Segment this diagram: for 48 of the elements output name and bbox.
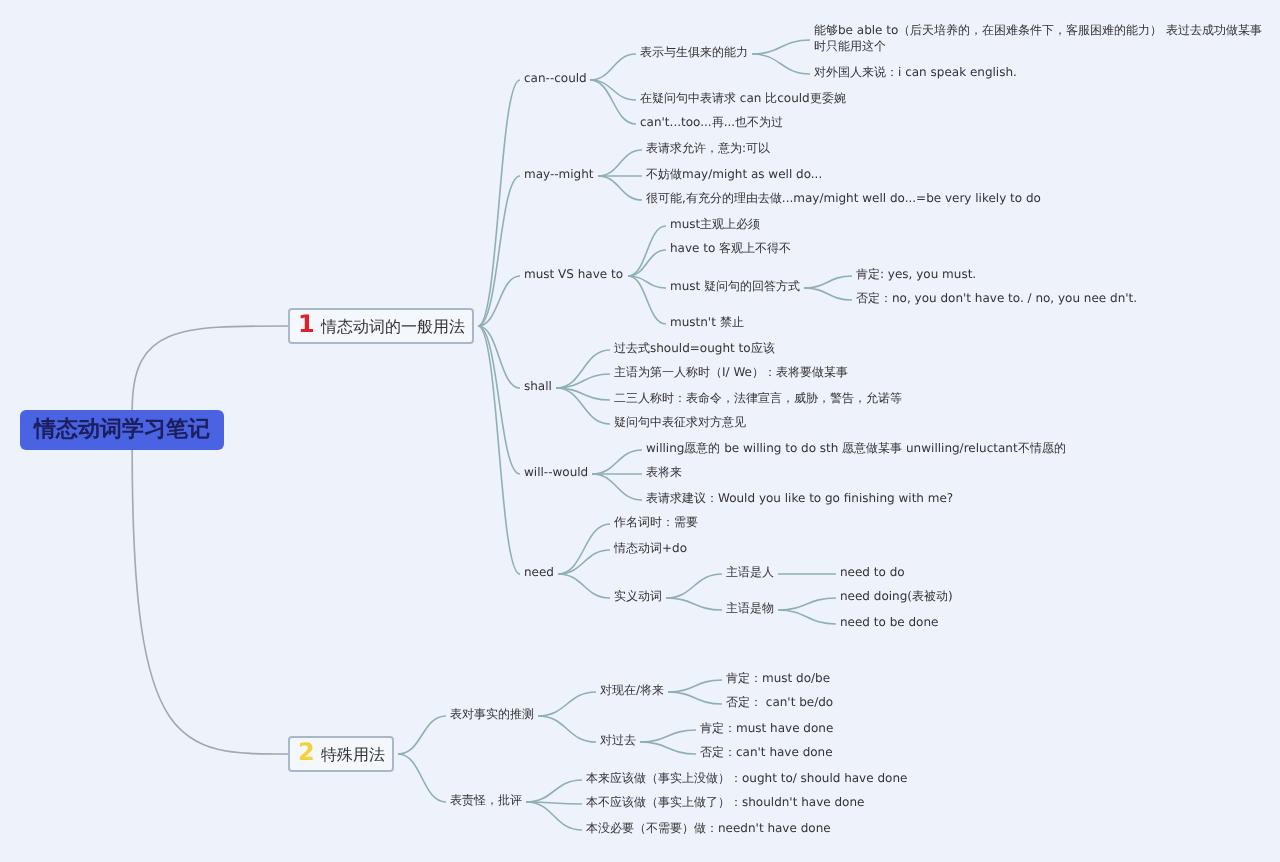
branch-line bbox=[537, 715, 597, 743]
topic-label: 特殊用法 bbox=[320, 746, 385, 764]
branch-line bbox=[131, 325, 289, 411]
branch-line bbox=[803, 287, 853, 301]
branch-line bbox=[477, 275, 521, 327]
branch-line bbox=[627, 275, 667, 289]
branch-line bbox=[397, 715, 447, 755]
branch-line bbox=[131, 449, 289, 755]
branch-line bbox=[589, 79, 637, 125]
branch-line bbox=[591, 473, 643, 501]
topic-number: 2 bbox=[298, 738, 315, 766]
branch-line bbox=[665, 597, 723, 611]
branch-line bbox=[597, 149, 643, 177]
topic-box bbox=[288, 736, 395, 772]
branch-line bbox=[627, 225, 667, 277]
branch-line bbox=[477, 79, 521, 327]
branch-line bbox=[525, 801, 583, 805]
branch-line bbox=[589, 79, 637, 101]
branch-line bbox=[597, 175, 643, 177]
topic-label: 情态动词的一般用法 bbox=[320, 318, 465, 336]
branch-line bbox=[777, 573, 837, 575]
topic-box bbox=[288, 308, 475, 344]
branch-line bbox=[557, 549, 611, 575]
branch-line bbox=[555, 387, 611, 401]
branch-line bbox=[557, 523, 611, 575]
topic-number: 1 bbox=[298, 310, 315, 338]
branch-line bbox=[803, 275, 853, 289]
branch-line bbox=[477, 325, 521, 389]
branch-line bbox=[597, 175, 643, 201]
branch-line bbox=[555, 349, 611, 389]
branch-line bbox=[477, 325, 521, 575]
branch-line bbox=[589, 53, 637, 81]
branch-line bbox=[639, 741, 697, 755]
branch-line bbox=[477, 325, 521, 475]
branch-line bbox=[397, 753, 447, 803]
branch-line bbox=[525, 801, 583, 831]
branch-line bbox=[537, 691, 597, 717]
central-topic: 情态动词学习笔记 bbox=[20, 410, 224, 450]
branch-line bbox=[667, 691, 723, 705]
branch-line bbox=[557, 573, 611, 599]
branch-line bbox=[477, 175, 521, 327]
branch-line bbox=[777, 597, 837, 611]
branch-line bbox=[777, 609, 837, 625]
branch-line bbox=[627, 249, 667, 277]
branch-line bbox=[555, 387, 611, 425]
branch-line bbox=[591, 473, 643, 475]
branch-line bbox=[751, 53, 811, 75]
branch-line bbox=[627, 275, 667, 325]
